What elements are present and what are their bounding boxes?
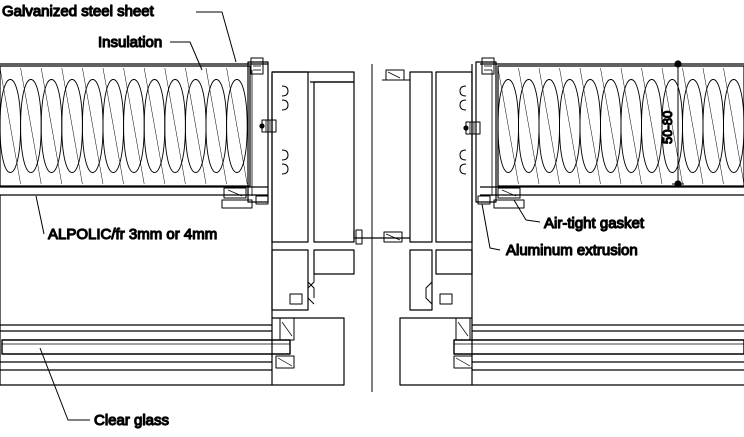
insulation-diagonal xyxy=(21,68,42,184)
right-clip xyxy=(476,62,496,202)
label-air-tight-gasket: Air-tight gasket xyxy=(544,215,645,232)
label-clear-glass: Clear glass xyxy=(94,412,169,429)
insulation-diagonal xyxy=(82,68,103,184)
left-panel xyxy=(0,58,290,385)
label-insulation: Insulation xyxy=(98,34,162,51)
left-insulation-box xyxy=(0,66,250,186)
insulation-diagonal xyxy=(62,68,83,184)
insulation-diagonal xyxy=(165,68,186,184)
insulation-diagonal xyxy=(124,68,145,184)
left-glass-pane xyxy=(2,340,290,354)
insulation-diagonal xyxy=(621,68,642,184)
left-screw-top xyxy=(251,58,263,74)
insulation-diagonal xyxy=(642,68,663,184)
label-dimension: 50-80 xyxy=(660,111,675,144)
insulation-diagonal xyxy=(601,68,622,184)
right-insulation-waves xyxy=(498,68,744,184)
insulation-diagonal xyxy=(227,68,248,184)
insulation-diagonal xyxy=(103,68,124,184)
right-glass-pane xyxy=(454,340,744,354)
insulation-diagonal xyxy=(185,68,206,184)
leader-lines xyxy=(36,12,540,420)
leader-alpolic xyxy=(36,196,44,234)
leader-galvanized xyxy=(196,12,236,62)
left-insulation-waves xyxy=(0,68,247,184)
left-mullion-extrusion xyxy=(272,72,410,385)
insulation-diagonal xyxy=(144,68,165,184)
insulation-diagonal xyxy=(539,68,560,184)
insulation-diagonal xyxy=(0,68,21,184)
insulation-diagonal xyxy=(580,68,601,184)
insulation-diagonal xyxy=(703,68,724,184)
insulation-diagonal xyxy=(724,68,744,184)
leader-gasket xyxy=(514,200,540,222)
label-alpolic: ALPOLIC/fr 3mm or 4mm xyxy=(48,226,217,243)
left-gasket xyxy=(222,188,268,208)
leader-extrusion xyxy=(482,204,500,250)
label-galvanized-steel-sheet: Galvanized steel sheet xyxy=(2,3,155,20)
insulation-diagonal xyxy=(41,68,62,184)
insulation-diagonal xyxy=(519,68,540,184)
insulation-diagonal xyxy=(498,68,519,184)
insulation-diagonal xyxy=(683,68,704,184)
label-aluminum-extrusion: Aluminum extrusion xyxy=(506,242,638,259)
leader-glass xyxy=(40,348,90,420)
insulation-diagonal xyxy=(206,68,227,184)
right-mullion-extrusion xyxy=(382,64,472,385)
insulation-diagonal xyxy=(560,68,581,184)
